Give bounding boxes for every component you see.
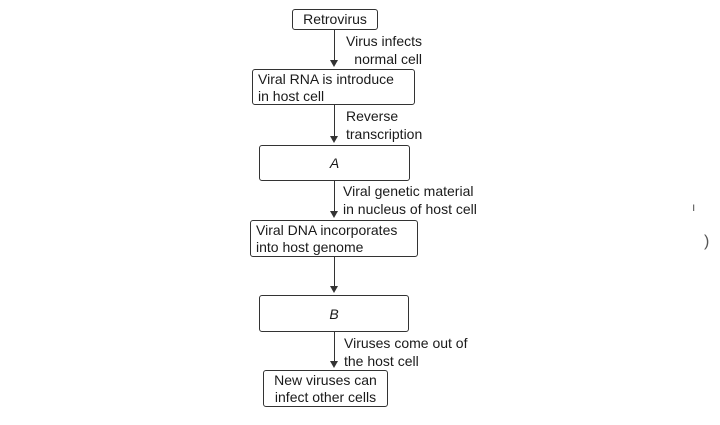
scan-mark: ): [704, 233, 710, 250]
arrow-1-head: [330, 60, 338, 67]
arrow-5-head: [330, 361, 338, 368]
edge-label-genetic-material: Viral genetic material in nucleus of hos…: [343, 183, 477, 217]
edge-label-reverse-transcription: Reverse transcription: [346, 108, 423, 142]
box-a-text: A: [329, 155, 340, 171]
box-new-viruses-text: New viruses can infect other cells: [274, 372, 377, 405]
box-viral-dna-text: Viral DNA incorporates into host genome: [256, 222, 398, 255]
arrow-4-head: [330, 286, 338, 293]
box-a: A: [259, 145, 410, 181]
box-b: B: [259, 295, 409, 332]
box-b-text: B: [329, 306, 339, 322]
box-viral-rna-text: Viral RNA is introduce in host cell: [258, 71, 394, 104]
box-new-viruses: New viruses can infect other cells: [263, 370, 388, 407]
edge-label-viruses-exit: Viruses come out of the host cell: [344, 335, 468, 369]
arrow-5-line: [334, 332, 335, 361]
arrow-3-line: [334, 181, 335, 211]
scan-mark: ı: [692, 200, 696, 214]
arrow-3-head: [330, 211, 338, 218]
box-viral-dna: Viral DNA incorporates into host genome: [250, 220, 418, 257]
arrow-2-head: [330, 136, 338, 143]
arrow-4-line: [334, 257, 335, 286]
box-retrovirus-text: Retrovirus: [303, 11, 367, 27]
box-viral-rna: Viral RNA is introduce in host cell: [252, 69, 415, 105]
box-retrovirus: Retrovirus: [292, 9, 378, 30]
arrow-2-line: [334, 105, 335, 136]
edge-label-infects: Virus infects normal cell: [346, 33, 422, 67]
arrow-1-line: [334, 30, 335, 60]
